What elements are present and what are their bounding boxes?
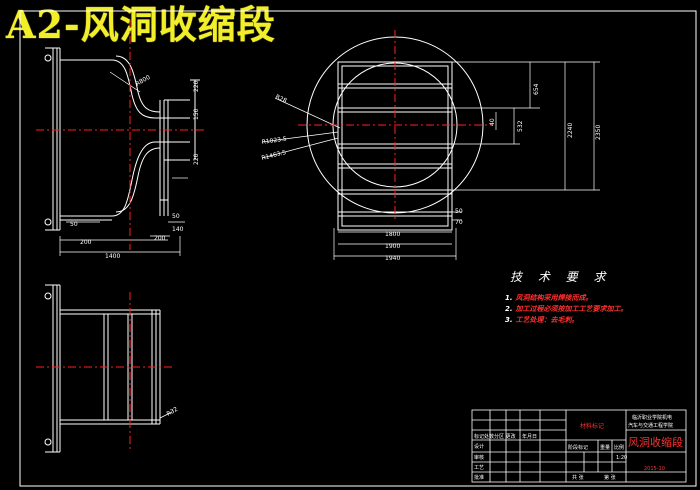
dim-1900: 1900 <box>385 243 400 250</box>
small-label-4: 共 张 <box>572 474 584 481</box>
dim-40: 40 <box>489 118 496 126</box>
dim-r1463: R1463.5 <box>261 149 287 162</box>
material-stamp: 材料标记 <box>580 422 604 430</box>
tech-note: 2.加工过程必须按加工工艺要求加工。 <box>505 305 628 313</box>
tech-note: 1.风洞结构采用焊接而成。 <box>505 294 593 302</box>
dim-r800: R800 <box>135 74 152 88</box>
part-name: 风洞收缩段 <box>628 435 683 449</box>
dim-220b: 220 <box>193 153 200 165</box>
dim-50a: 50 <box>70 221 78 228</box>
small-label-1: 阶段标记 <box>568 444 588 451</box>
drawing-border <box>19 10 697 487</box>
dim-220a: 220 <box>193 80 200 92</box>
side-section-view <box>44 47 200 256</box>
dim-50: 50 <box>455 208 463 215</box>
dim-r28: R28 <box>274 93 288 104</box>
row-label-4: 批准 <box>474 474 484 481</box>
dim-70: 70 <box>455 219 463 226</box>
row-label-3: 工艺 <box>474 465 484 471</box>
top-view-centerlines <box>36 292 175 452</box>
tech-note: 3.工艺处理：去毛刺。 <box>505 316 579 324</box>
school-name: 临沂职业学院机电 <box>632 414 672 421</box>
row-label-2: 审核 <box>474 454 484 461</box>
dim-1940: 1940 <box>385 255 400 262</box>
dim-1400: 1400 <box>105 253 120 260</box>
drawing-title: A2-风洞收缩段 <box>6 2 276 47</box>
dim-1800: 1800 <box>385 231 400 238</box>
dim-r32: R32 <box>166 406 180 418</box>
scale-value: 1:20 <box>616 455 627 461</box>
small-label-3: 比例 <box>614 444 624 451</box>
dim-r1023: R1023.5 <box>261 136 287 146</box>
row-label-0: 标记处数分区 更改 <box>474 433 516 440</box>
title-block <box>471 409 687 483</box>
row-label-1: 设计 <box>474 443 484 450</box>
dim-140: 140 <box>172 226 184 233</box>
end-view-dim-text: 654 532 40 2240 2350 50 70 1800 1900 194… <box>261 83 602 262</box>
title-block-text: 材料标记 临沂职业学院机电 汽车与交通工程学院 风洞收缩段 2015-10 1:… <box>474 414 683 481</box>
small-label-5: 第 张 <box>604 474 616 481</box>
end-view <box>261 36 600 260</box>
dim-2350: 2350 <box>595 125 602 140</box>
dim-50b: 50 <box>172 213 180 220</box>
drawing-code: 2015-10 <box>644 466 665 472</box>
dim-200a: 200 <box>80 239 92 246</box>
tech-notes-list: 1.风洞结构采用焊接而成。 2.加工过程必须按加工工艺要求加工。 3.工艺处理：… <box>505 293 628 326</box>
small-label-2: 重量 <box>600 444 610 451</box>
dim-532: 532 <box>517 120 524 132</box>
dim-2240: 2240 <box>567 123 574 138</box>
top-view <box>44 284 173 453</box>
side-section-centerlines <box>36 20 205 250</box>
tech-requirements-heading: 技 术 要 求 <box>510 270 612 284</box>
end-view-centerlines <box>298 30 492 220</box>
college-name: 汽车与交通工程学院 <box>628 422 673 429</box>
dim-200b: 200 <box>154 235 166 242</box>
small-label-0: 年月日 <box>522 433 537 440</box>
dim-150: 150 <box>193 108 200 120</box>
dim-654: 654 <box>533 83 540 95</box>
